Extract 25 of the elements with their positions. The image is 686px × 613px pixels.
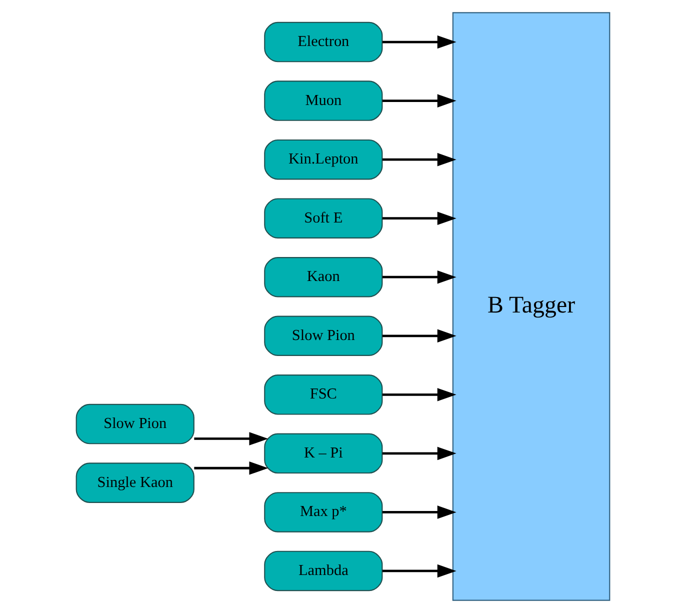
- arrow: [382, 35, 456, 49]
- node-box: Lambda: [264, 550, 383, 592]
- node-box: Kin.Lepton: [264, 139, 383, 180]
- node-box: FSC: [264, 374, 383, 415]
- node-box: B Tagger: [452, 12, 610, 601]
- node-box: Slow Pion: [264, 316, 383, 356]
- node-box: Electron: [264, 22, 383, 62]
- node-box: Soft E: [264, 198, 383, 238]
- arrow: [382, 506, 456, 519]
- arrow: [382, 564, 456, 578]
- arrow: [194, 432, 268, 446]
- node-box: Muon: [264, 80, 383, 121]
- arrow: [382, 329, 456, 343]
- arrow: [194, 461, 268, 475]
- arrow: [382, 270, 456, 284]
- arrow: [382, 446, 456, 460]
- arrow: [382, 212, 456, 225]
- arrow: [382, 388, 456, 402]
- node-box: Single Kaon: [76, 462, 194, 503]
- node-box: Max p*: [264, 492, 383, 532]
- node-box: Kaon: [264, 256, 383, 298]
- arrow: [382, 94, 456, 108]
- node-box: Slow Pion: [76, 404, 194, 444]
- arrow: [382, 152, 456, 166]
- node-box: K – Pi: [264, 433, 383, 474]
